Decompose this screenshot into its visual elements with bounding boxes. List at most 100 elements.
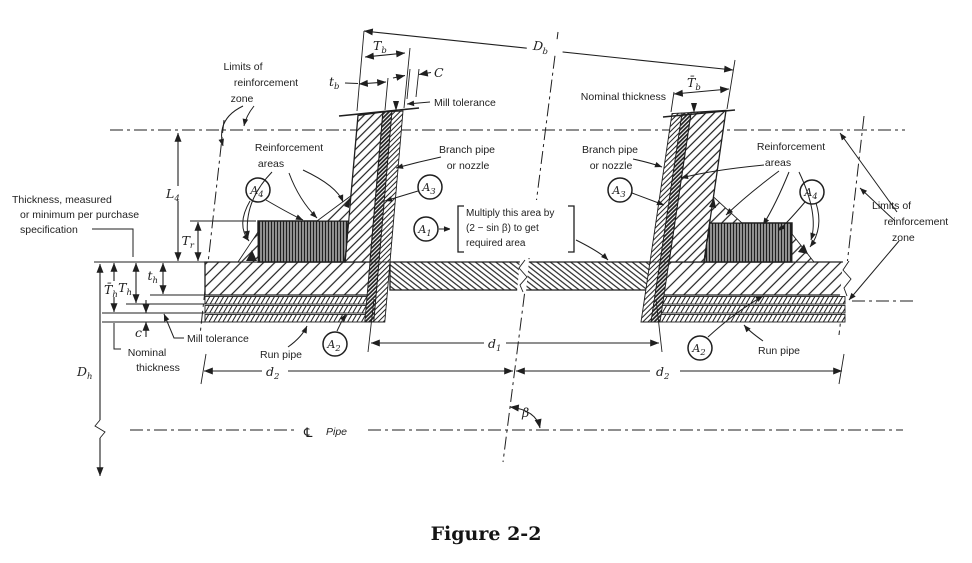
multiply-note: Multiply this area by (2 − sin β) to get… xyxy=(450,200,609,261)
break-squiggle xyxy=(518,259,528,293)
bracket-left xyxy=(457,205,464,253)
text-labels: Thickness, measured or minimum per purch… xyxy=(12,61,948,545)
svg-text:A4: A4 xyxy=(249,184,263,200)
dim-label-Tbh: T̄h xyxy=(104,282,118,300)
dim-label-Dh: Dh xyxy=(76,364,93,382)
branch-wall-left-inner xyxy=(378,110,404,263)
reinforcement-pads xyxy=(237,195,815,263)
dim-label-d1: d1 xyxy=(488,336,501,354)
dim-arc-beta xyxy=(509,404,542,429)
dim-line-Tbb xyxy=(673,86,730,97)
dim-label-Tb: Tb xyxy=(373,38,387,56)
limits-left-line2: reinforcement xyxy=(234,77,298,89)
break-gap xyxy=(517,260,529,292)
branch-pipe-right-line2: or nozzle xyxy=(590,160,633,172)
svg-text:A2: A2 xyxy=(326,338,340,354)
run-pipe-layer xyxy=(204,314,376,323)
extension-lines xyxy=(94,30,845,385)
reinforcement-areas-left-line2: areas xyxy=(258,158,284,170)
centerline-symbol: ℄ xyxy=(303,426,313,441)
run-pipe-right-label: Run pipe xyxy=(758,345,800,357)
limits-right-line1: Limits of xyxy=(872,200,911,212)
mill-tolerance-top-label: Mill tolerance xyxy=(434,97,496,109)
run-pipe-layer xyxy=(654,296,846,305)
thickness-note-line2: or minimum per purchase xyxy=(20,209,139,221)
figure-caption: Figure 2-2 xyxy=(431,523,542,545)
fillet-weld-upper-right xyxy=(709,196,744,224)
balloon-A3-right: A3 xyxy=(607,177,665,206)
reinforcement-areas-right-line2: areas xyxy=(765,157,791,169)
reinforcement-pad-left xyxy=(257,220,350,263)
limits-right-line3: zone xyxy=(892,232,915,244)
limits-left-line1: Limits of xyxy=(223,61,262,73)
label-leaders xyxy=(92,105,900,350)
svg-text:A3: A3 xyxy=(611,184,625,200)
dim-label-d2-left: d2 xyxy=(266,364,279,382)
dim-label-C: C xyxy=(434,65,444,80)
multiply-line-1: Multiply this area by xyxy=(466,208,554,219)
balloon-A3-left: A3 xyxy=(384,174,443,202)
limits-right-line2: reinforcement xyxy=(884,216,948,228)
reinforcement-areas-left-line1: Reinforcement xyxy=(255,142,323,154)
thickness-note-line1: Thickness, measured xyxy=(12,194,112,206)
multiply-line-2: (2 − sin β) to get xyxy=(466,223,539,234)
mill-tolerance-bottom-label: Mill tolerance xyxy=(187,333,249,345)
reinforcement-areas-right-line1: Reinforcement xyxy=(757,141,825,153)
svg-text:A1: A1 xyxy=(417,223,431,239)
nominal-thickness-top-label: Nominal thickness xyxy=(581,91,666,103)
run-pipe-layer xyxy=(654,314,846,323)
run-pipe-layer xyxy=(204,305,376,314)
dim-line-tb xyxy=(358,79,387,87)
dim-label-Th: Th xyxy=(118,280,132,298)
weld-mark xyxy=(709,198,716,208)
branch-pipe-left-line1: Branch pipe xyxy=(439,144,495,156)
nominal-bottom-line1: Nominal xyxy=(128,347,167,359)
run-pipe-layer xyxy=(654,305,846,314)
svg-text:Db: Db xyxy=(531,38,549,58)
branch-wall-embedded-strips xyxy=(364,261,670,323)
multiply-line-3: required area xyxy=(466,238,526,249)
svg-text:A2: A2 xyxy=(691,342,705,358)
dim-arrow-C xyxy=(392,73,406,81)
centerline-pipe-label: Pipe xyxy=(326,426,347,438)
run-pipe-left-label: Run pipe xyxy=(260,349,302,361)
dimensions: Db Tb tb C T̄b Mill tolerance Nominal th… xyxy=(76,28,843,477)
branch-pipe-left-line2: or nozzle xyxy=(447,160,490,172)
bracket-right xyxy=(568,205,575,253)
dim-label-c: c xyxy=(135,325,142,340)
nominal-bottom-line2: thickness xyxy=(136,362,180,374)
note-leader xyxy=(575,239,609,261)
reinforcement-pad-right xyxy=(703,222,793,263)
dim-label-L4: L4 xyxy=(165,186,180,204)
cap-notch-arrow xyxy=(691,103,697,113)
left-limit-line xyxy=(199,119,225,336)
dim-label-d2-right: d2 xyxy=(656,364,669,382)
cap-notch-arrow xyxy=(393,101,399,111)
weld-mark xyxy=(246,250,257,261)
balloon-A1: A1 xyxy=(413,216,452,242)
run-pipe-wall-left xyxy=(204,261,379,296)
run-pipe-layer xyxy=(204,296,376,305)
dim-label-Db: Db xyxy=(526,36,564,58)
limits-left-line3: zone xyxy=(231,93,254,105)
branch-wall-right-inner xyxy=(649,112,683,263)
balloon-A2-left: A2 xyxy=(322,313,348,357)
right-limit-line xyxy=(838,115,865,336)
dim-arrow-C xyxy=(418,69,432,77)
weld-mark xyxy=(798,244,808,254)
dim-line-Tb xyxy=(364,50,406,60)
area-balloons: A1 A2 A2 A3 A3 A4 xyxy=(242,174,825,361)
fillet-weld-upper-left xyxy=(315,195,352,222)
branch-pipe-walls xyxy=(338,101,736,263)
branch-right-end-cap xyxy=(662,109,736,118)
mill-tolerance-top-leader xyxy=(406,100,431,107)
dim-label-beta: β xyxy=(521,405,529,420)
break-squiggle xyxy=(842,260,852,297)
run-pipe-wall-right xyxy=(651,261,849,296)
svg-text:A3: A3 xyxy=(421,181,435,197)
branch-pipe-right-line1: Branch pipe xyxy=(582,144,638,156)
weld-mark xyxy=(344,197,351,208)
dim-label-th: th xyxy=(147,268,158,286)
